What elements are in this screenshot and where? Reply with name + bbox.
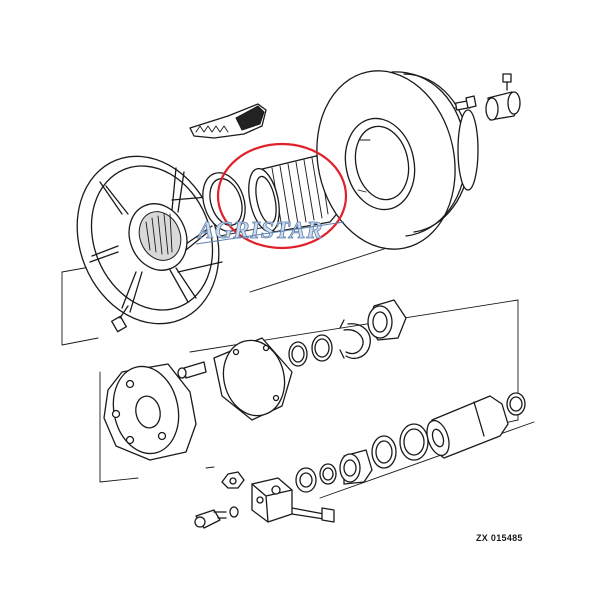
hub-flange [76, 155, 223, 325]
bleed-screw [111, 305, 129, 333]
banjo-bolt [291, 507, 335, 523]
dowel-pin [177, 361, 207, 379]
o-ring-small [288, 341, 308, 367]
upper-bolt [454, 95, 477, 111]
o-ring-medium [311, 334, 333, 362]
small-plug [502, 73, 512, 91]
brake-disc [316, 70, 479, 250]
agristar-watermark: AGRISTAR [196, 218, 345, 245]
bearing-seal-lower [339, 449, 373, 485]
valve-block [251, 477, 293, 523]
seal-ring [202, 172, 246, 232]
small-washer [229, 506, 239, 518]
gasket [213, 337, 293, 421]
washer-lower-b [319, 463, 337, 485]
shaft-seal [367, 299, 407, 341]
drawing-reference-code: ZX 015485 [476, 533, 523, 543]
washer-lower-a [295, 467, 317, 493]
sensor-fitting [194, 509, 227, 529]
shaft-flange [103, 363, 197, 461]
splined-coupling [248, 155, 344, 233]
svg-text:AGRISTAR: AGRISTAR [196, 218, 323, 244]
washer-large-right [506, 392, 526, 416]
brake-pad [189, 103, 267, 139]
o-ring-lower-b [371, 435, 397, 469]
highlight-circle [216, 142, 348, 250]
bushing [485, 91, 521, 121]
circlip [339, 319, 371, 359]
sleeve-shaft [426, 395, 509, 459]
o-ring-lower-a [399, 423, 429, 461]
nut [221, 471, 245, 489]
